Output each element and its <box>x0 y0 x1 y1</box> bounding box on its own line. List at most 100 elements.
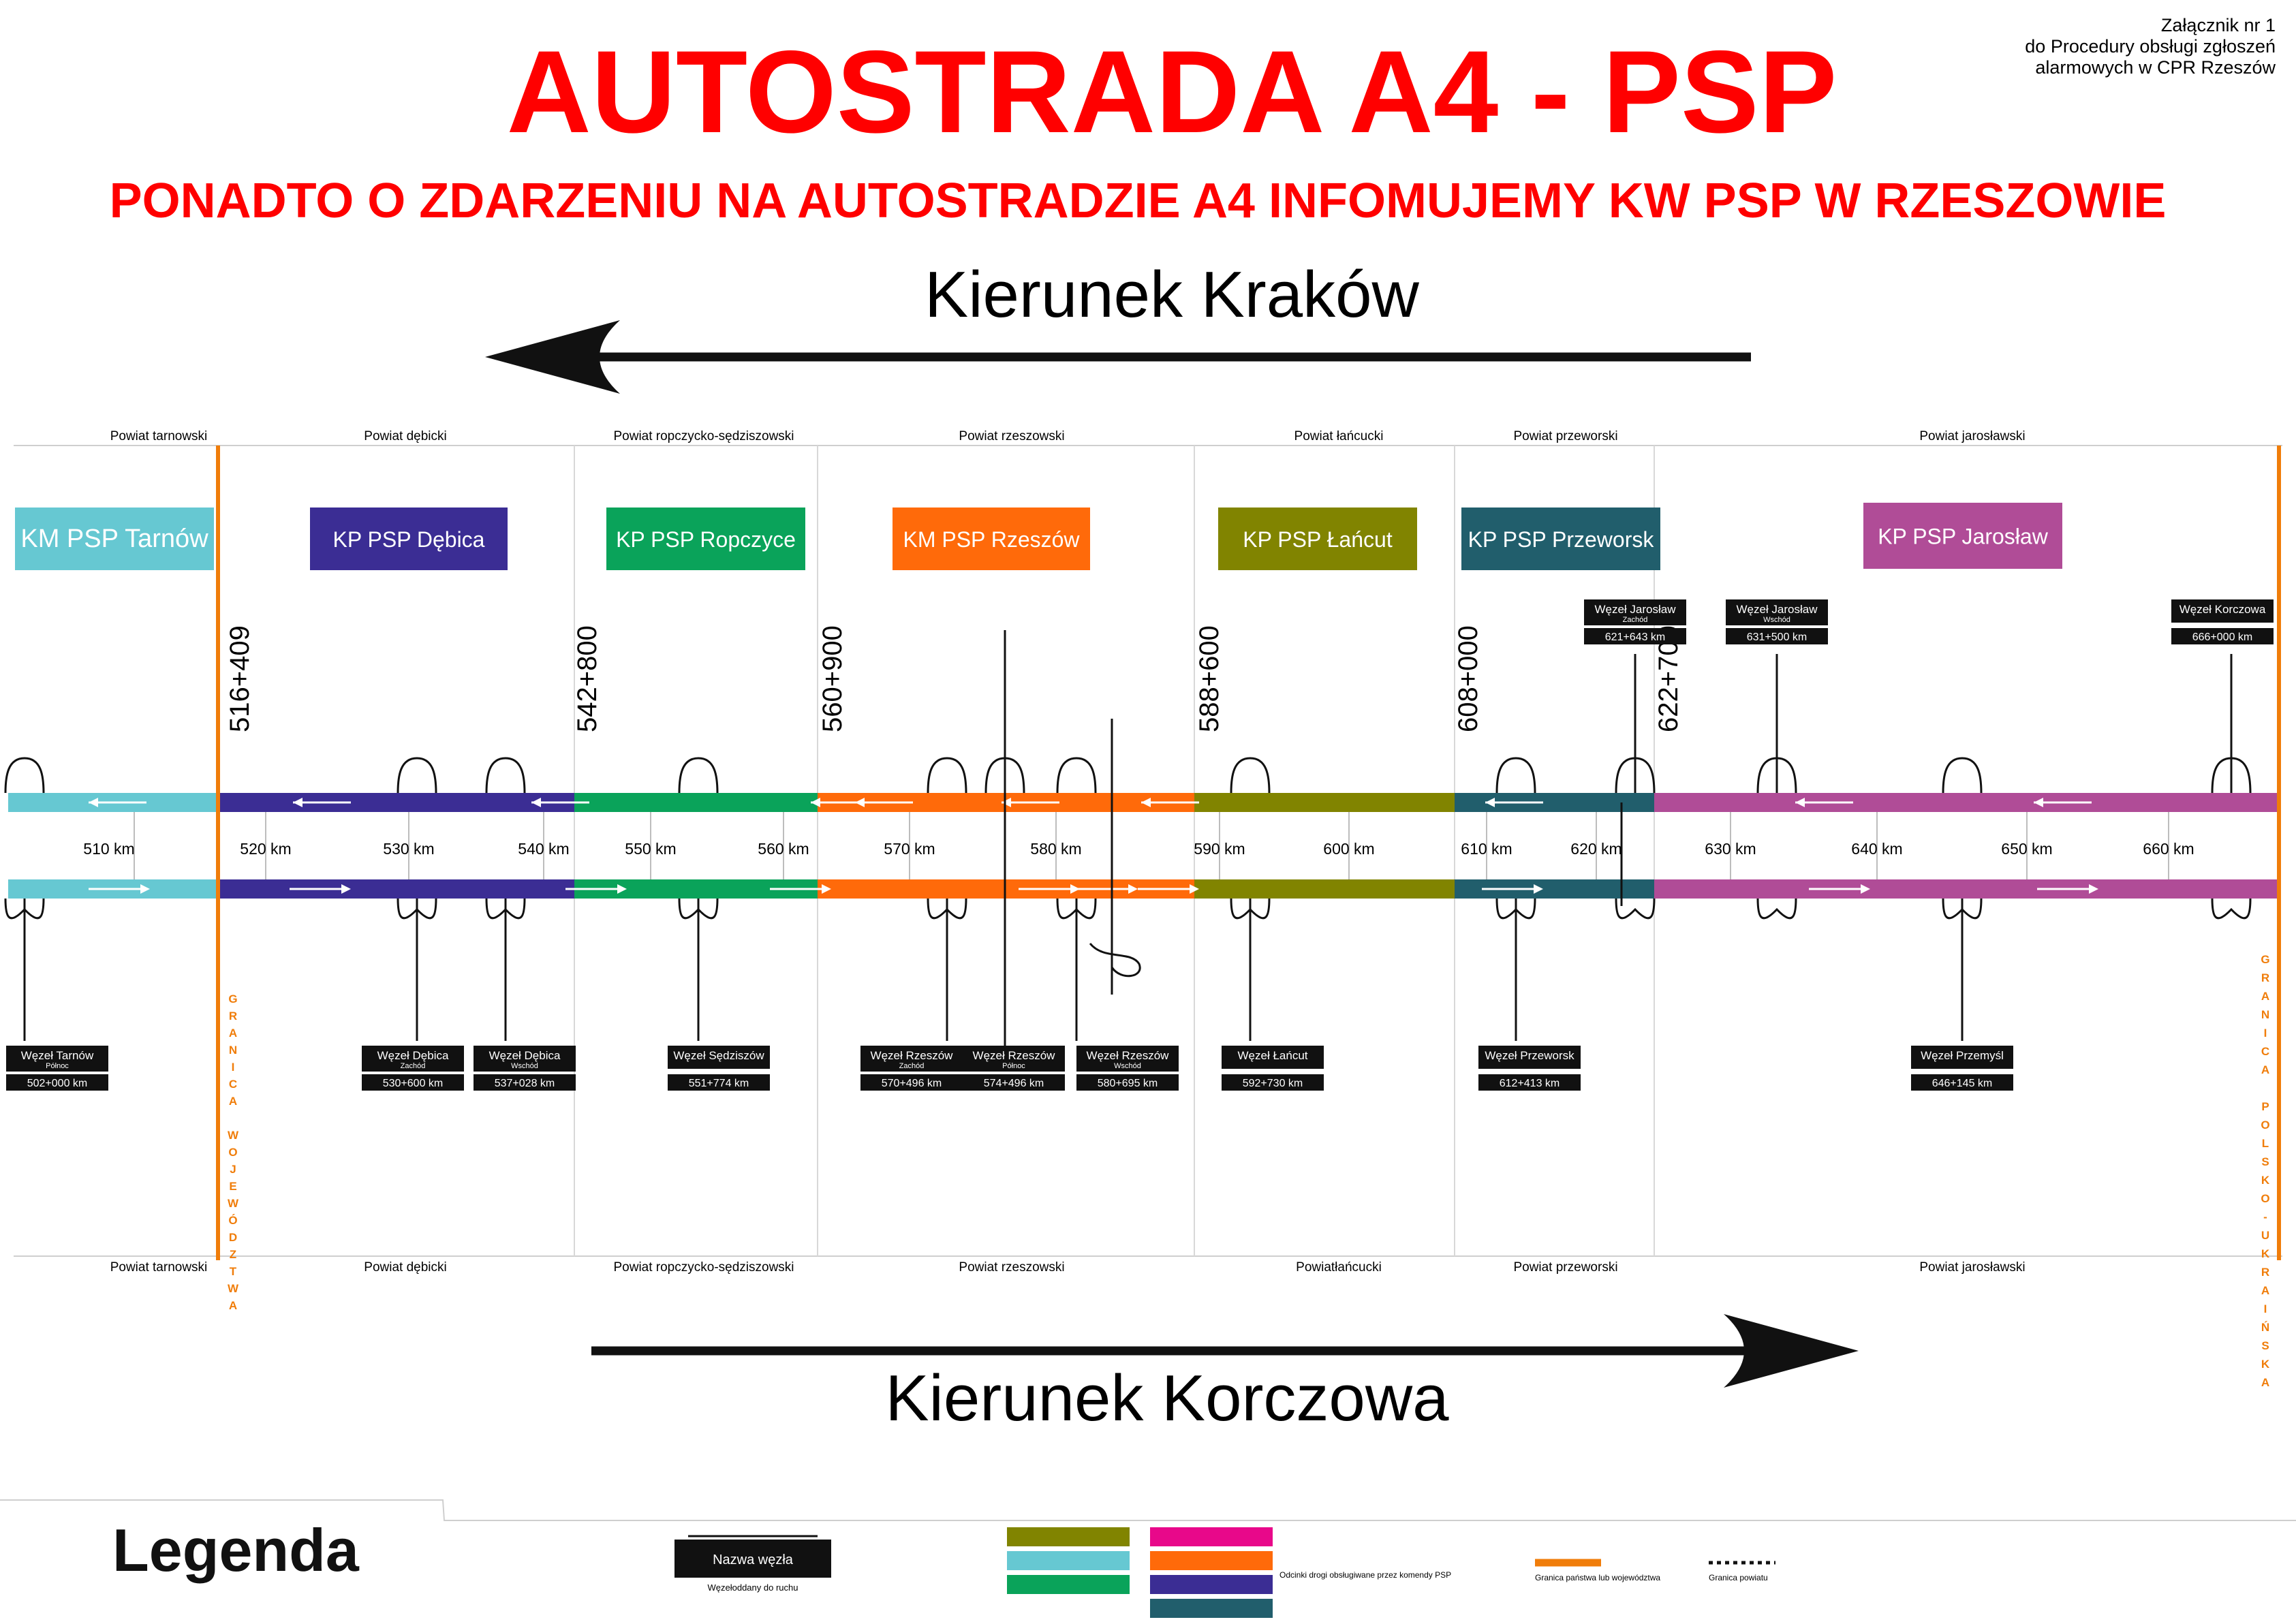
unit-label: KP PSP Jarosław <box>1878 525 2049 549</box>
annex-note: Załącznik nr 1 do Procedury obsługi zgło… <box>2025 15 2276 78</box>
node-direction: Zachód <box>401 1062 426 1070</box>
state-border-letter: L <box>2262 1137 2269 1150</box>
interchange-loop <box>4 757 45 794</box>
voivodeship-border-letter: A <box>229 1027 237 1040</box>
road-segment-przeworsk <box>1455 793 1654 812</box>
state-border-letter: U <box>2261 1229 2269 1242</box>
node-name: Węzeł Rzeszów <box>973 1049 1056 1062</box>
unit-label: KP PSP Ropczyce <box>616 527 796 552</box>
county-label-top: Powiat rzeszowski <box>959 429 1064 443</box>
node-name-box <box>1726 599 1828 625</box>
interchange-loop <box>1942 757 1983 794</box>
legend-title: Legenda <box>112 1516 359 1584</box>
state-border-letter: I <box>2264 1302 2267 1315</box>
arrow-right-icon <box>1070 884 1080 894</box>
node-km: 570+496 km <box>882 1078 942 1089</box>
state-border-letter: P <box>2261 1100 2269 1113</box>
unit-box <box>1218 507 1417 570</box>
node-km: 502+000 km <box>27 1078 88 1089</box>
voivodeship-border-letter: O <box>228 1146 237 1159</box>
boundary-chainage: 608+000 <box>1453 625 1483 732</box>
state-border-letter: K <box>2261 1247 2270 1260</box>
node-direction: Wschód <box>511 1062 538 1070</box>
voivodeship-border-letter: D <box>229 1231 237 1244</box>
node-name: Węzeł Przemyśl <box>1921 1049 2004 1062</box>
legend-node-label: Nazwa węzła <box>713 1552 794 1567</box>
unit-label: KP PSP Łańcut <box>1243 527 1393 552</box>
interchange-loop <box>485 757 526 794</box>
state-border-letter: O <box>2261 1119 2269 1131</box>
arrow-left-icon <box>531 798 541 807</box>
node-name-box <box>860 1046 963 1072</box>
legend-swatch <box>1150 1599 1273 1618</box>
annex-line: Załącznik nr 1 <box>2160 15 2276 35</box>
voivodeship-border-letter: N <box>229 1044 237 1057</box>
interchange-loop <box>1495 757 1536 794</box>
node-direction: Wschód <box>1763 616 1790 624</box>
state-border-letter: G <box>2261 953 2269 966</box>
node-km-box <box>1222 1074 1324 1091</box>
km-label: 580 km <box>1030 840 1081 858</box>
node-name-box <box>668 1046 770 1069</box>
state-border-letter: O <box>2261 1192 2269 1205</box>
arrow-left-icon <box>855 798 865 807</box>
arrow-right-icon <box>2089 884 2098 894</box>
node-km: 646+145 km <box>1932 1078 1993 1089</box>
interchange-loop <box>678 757 719 794</box>
node-name-box <box>6 1046 108 1072</box>
node-direction: Wschód <box>1114 1062 1141 1070</box>
state-border-letter: I <box>2264 1027 2267 1040</box>
legend-node-caption: Węzełoddany do ruchu <box>708 1582 798 1593</box>
km-label: 640 km <box>1851 840 1902 858</box>
unit-label: KM PSP Tarnów <box>20 525 208 553</box>
state-border-letter: A <box>2261 990 2269 1003</box>
interchange-loop <box>1089 942 1141 978</box>
node-name: Węzeł Rzeszów <box>1087 1049 1170 1062</box>
node-km: 537+028 km <box>495 1078 555 1089</box>
node-km-box <box>6 1074 108 1091</box>
road-segment-ropczyce <box>574 793 818 812</box>
interchange-loop <box>2211 898 2252 920</box>
voivodeship-border-letter: E <box>229 1180 236 1193</box>
interchange-loop <box>1230 757 1271 794</box>
direction-label-top: Kierunek Kraków <box>925 258 1419 331</box>
road-segment-debica <box>218 793 574 812</box>
legend-swatch <box>1150 1575 1273 1594</box>
node-km-box <box>668 1074 770 1091</box>
arrow-right-icon <box>1534 884 1543 894</box>
legend-segments-caption: Odcinki drogi obsługiwane przez komendy … <box>1279 1570 1451 1580</box>
road-segment-debica <box>218 879 574 899</box>
unit-box <box>893 507 1090 570</box>
node-name: Węzeł Jarosław <box>1594 603 1676 616</box>
arrow-right-icon <box>1861 884 1870 894</box>
node-km-box <box>1726 628 1828 644</box>
node-km-box <box>474 1074 576 1091</box>
node-km-box <box>1478 1074 1581 1091</box>
voivodeship-border-letter: I <box>232 1061 235 1074</box>
node-name: Węzeł Jarosław <box>1736 603 1818 616</box>
km-label: 550 km <box>625 840 676 858</box>
voivodeship-border-letter: Z <box>230 1248 236 1261</box>
unit-label: KM PSP Rzeszów <box>903 527 1080 552</box>
state-border-letter: Ń <box>2261 1321 2269 1334</box>
county-label-bottom: Powiat jarosławski <box>1919 1260 2025 1275</box>
unit-label: KP PSP Przeworsk <box>1468 527 1655 552</box>
node-name-box <box>963 1046 1065 1072</box>
arrow-left-icon <box>811 798 820 807</box>
km-label: 610 km <box>1461 840 1512 858</box>
road-segment-lancut <box>1194 793 1455 812</box>
node-km-box <box>1911 1074 2013 1091</box>
voivodeship-border-letter: R <box>229 1010 237 1022</box>
state-border-letter: N <box>2261 1008 2269 1021</box>
voivodeship-border-letter: A <box>229 1095 237 1108</box>
legend-node-box <box>674 1540 831 1578</box>
boundary-chainage: 516+409 <box>225 625 255 732</box>
node-direction: Północ <box>46 1062 69 1070</box>
interchange-loop <box>397 757 437 794</box>
legend-county-border-caption: Granica powiatu <box>1709 1573 1768 1582</box>
node-km: 631+500 km <box>1747 631 1808 643</box>
county-label-bottom: Powiat rzeszowski <box>959 1260 1064 1275</box>
arrow-right-icon <box>1190 884 1199 894</box>
node-km-box <box>2171 628 2274 644</box>
